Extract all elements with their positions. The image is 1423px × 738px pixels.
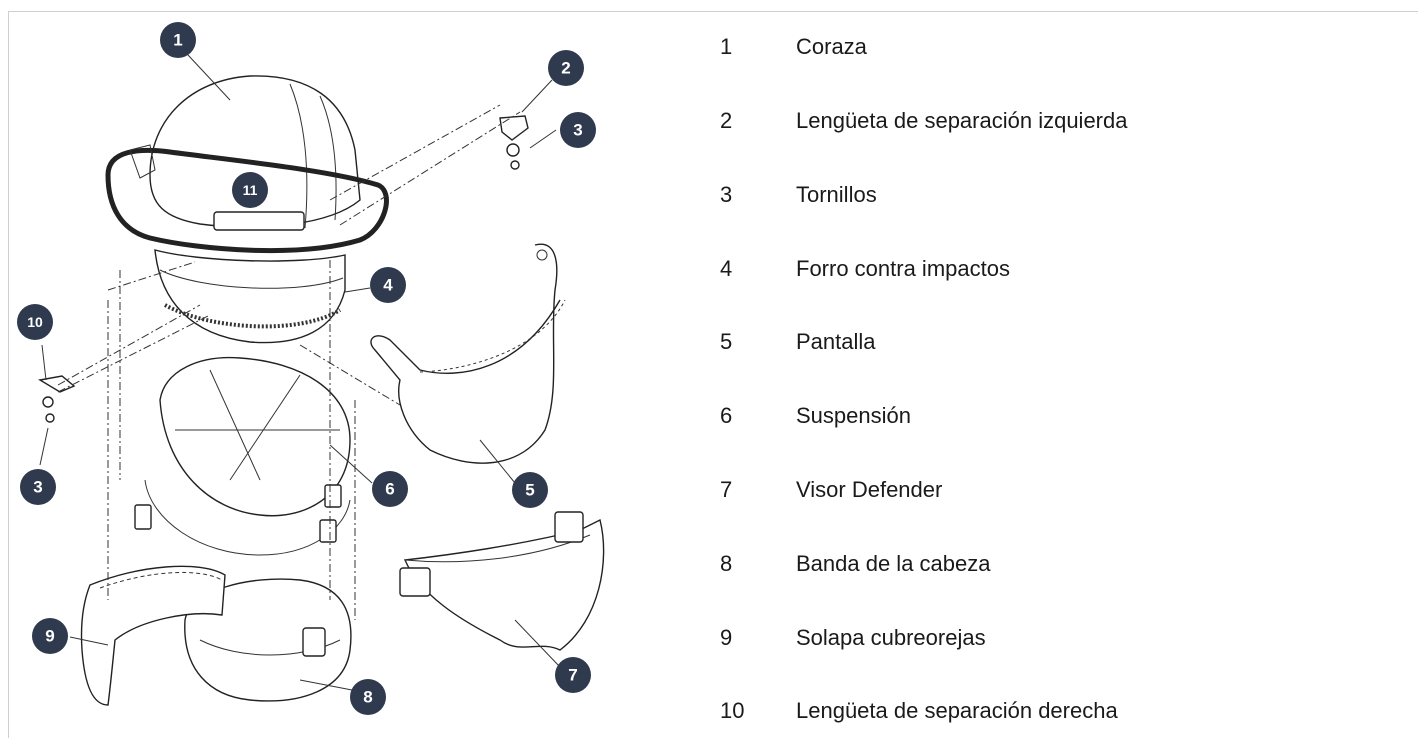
legend-item: 6 Suspensión xyxy=(720,401,911,431)
callout-1: 1 xyxy=(160,22,196,58)
svg-text:1: 1 xyxy=(173,31,182,50)
svg-text:9: 9 xyxy=(45,627,54,646)
legend-item: 1 Coraza xyxy=(720,32,867,62)
impact-liner xyxy=(154,249,346,344)
legend-number: 5 xyxy=(720,329,733,354)
legend-item: 5 Pantalla xyxy=(720,327,876,357)
separation-tab-right xyxy=(38,375,76,423)
svg-text:3: 3 xyxy=(573,121,582,140)
svg-text:4: 4 xyxy=(383,276,393,295)
svg-text:8: 8 xyxy=(363,688,372,707)
callout-6: 6 xyxy=(372,471,408,507)
svg-text:3: 3 xyxy=(33,478,42,497)
legend-item: 9 Solapa cubreorejas xyxy=(720,623,986,653)
callout-3-bottom: 3 xyxy=(20,469,56,505)
ear-flap xyxy=(80,565,226,706)
svg-text:6: 6 xyxy=(385,480,394,499)
legend-item: 4 Forro contra impactos xyxy=(720,254,1010,284)
callout-7: 7 xyxy=(555,657,591,693)
legend-label: Banda de la cabeza xyxy=(796,551,991,576)
headband xyxy=(184,578,352,702)
legend-label: Tornillos xyxy=(796,182,877,207)
svg-text:10: 10 xyxy=(27,314,43,330)
callout-11: 11 xyxy=(232,172,268,208)
legend-item: 7 Visor Defender xyxy=(720,475,942,505)
callout-10: 10 xyxy=(17,304,53,340)
legend-label: Suspensión xyxy=(796,403,911,428)
suspension xyxy=(134,356,351,556)
legend-number: 8 xyxy=(720,551,733,576)
legend-label: Solapa cubreorejas xyxy=(796,625,986,650)
legend-number: 10 xyxy=(720,698,745,723)
legend-item: 3 Tornillos xyxy=(720,180,877,210)
legend-number: 3 xyxy=(720,182,733,207)
helmet-shell xyxy=(105,75,389,254)
legend-number: 7 xyxy=(720,477,733,502)
legend-label: Forro contra impactos xyxy=(796,256,1010,281)
legend-label: Pantalla xyxy=(796,329,876,354)
face-shield xyxy=(370,243,566,464)
legend-item: 8 Banda de la cabeza xyxy=(720,549,991,579)
legend-number: 9 xyxy=(720,625,733,650)
svg-text:2: 2 xyxy=(561,59,570,78)
legend-number: 6 xyxy=(720,403,733,428)
figure-frame xyxy=(8,11,1418,738)
callout-5: 5 xyxy=(512,472,548,508)
legend-label: Lengüeta de separación izquierda xyxy=(796,108,1128,133)
legend-item: 2 Lengüeta de separación izquierda xyxy=(720,106,1127,136)
callout-4: 4 xyxy=(370,267,406,303)
callout-3-top: 3 xyxy=(560,112,596,148)
legend-label: Visor Defender xyxy=(796,477,943,502)
svg-text:11: 11 xyxy=(243,182,258,198)
legend-number: 2 xyxy=(720,108,733,133)
legend-label: Lengüeta de separación derecha xyxy=(796,698,1118,723)
assembly-lines xyxy=(57,104,521,620)
svg-text:7: 7 xyxy=(568,666,577,685)
leader-lines xyxy=(39,54,561,691)
callout-2: 2 xyxy=(548,50,584,86)
svg-text:5: 5 xyxy=(525,481,534,500)
legend-label: Coraza xyxy=(796,34,867,59)
legend-item: 10 Lengüeta de separación derecha xyxy=(720,696,1118,726)
callout-9: 9 xyxy=(32,618,68,654)
legend-number: 1 xyxy=(720,34,733,59)
legend-number: 4 xyxy=(720,256,733,281)
defender-visor xyxy=(399,511,605,651)
separation-tab-left xyxy=(499,115,529,170)
parts-legend: 1 Coraza 2 Lengüeta de separación izquie… xyxy=(720,0,1400,738)
helmet-exploded-diagram: 1 2 3 11 4 10 3 6 5 9 7 8 xyxy=(17,22,605,715)
callout-8: 8 xyxy=(350,679,386,715)
